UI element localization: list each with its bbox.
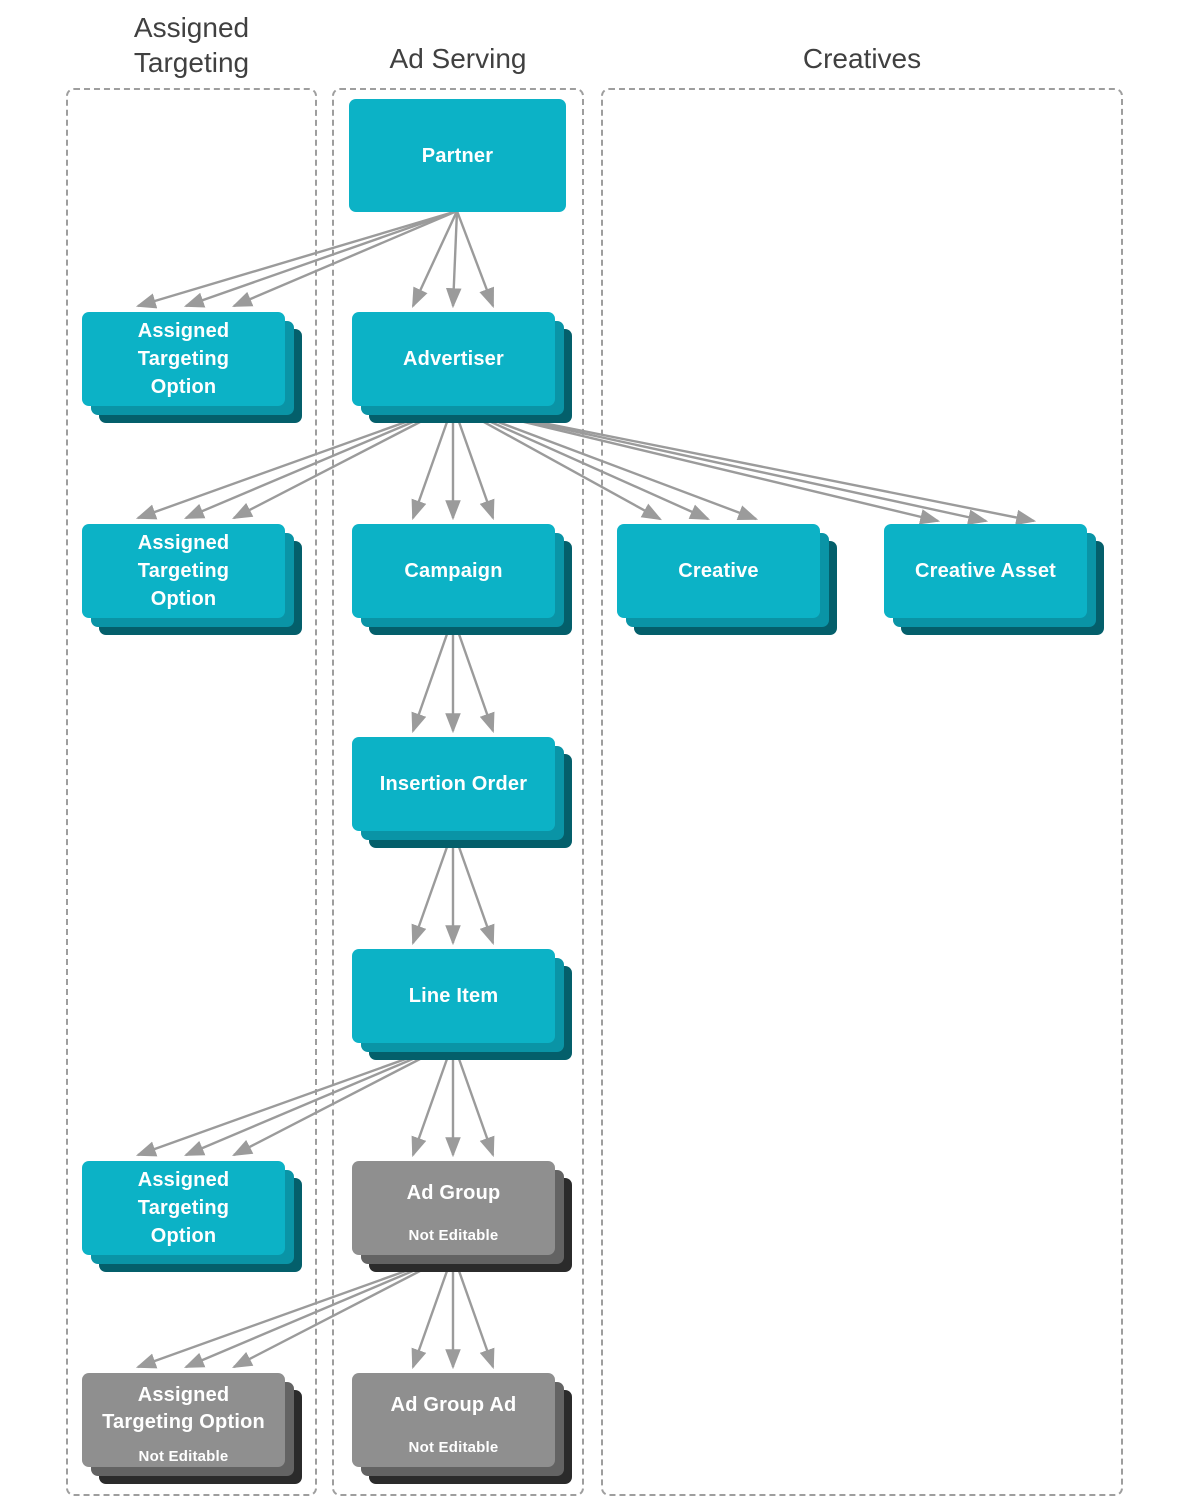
node-label: Ad Group [406,1181,501,1204]
node-face: Creative Asset [884,524,1087,618]
column-assigned-targeting [66,88,317,1496]
node-face: Assigned Targeting Option [82,524,285,618]
node-sublabel: Not Editable [138,1447,229,1465]
node-assigned-targeting-option-advertiser: Assigned Targeting Option [82,524,302,635]
node-line-item: Line Item [352,949,572,1060]
node-face: Assigned Targeting Option Not Editable [82,1373,285,1467]
node-face: Line Item [352,949,555,1043]
node-label: Campaign [404,560,503,582]
node-label: Creative [678,560,759,582]
node-face: Creative [617,524,820,618]
column-ad-serving [332,88,584,1496]
node-label: Insertion Order [379,773,528,795]
node-campaign: Campaign [352,524,572,635]
node-partner: Partner [349,99,566,212]
column-creatives [601,88,1123,1496]
node-assigned-targeting-option-partner: Assigned Targeting Option [82,312,302,423]
column-title-ad-serving: Ad Serving [389,43,527,74]
node-label: Assigned Targeting Option [137,320,230,398]
node-ad-group-ad: Ad Group Ad Not Editable [352,1373,572,1484]
node-label: Assigned Targeting Option [137,1169,230,1247]
node-face: Partner [349,99,566,212]
node-face: Ad Group Not Editable [352,1161,555,1255]
node-face: Ad Group Ad Not Editable [352,1373,555,1467]
node-creative-asset: Creative Asset [884,524,1104,635]
node-assigned-targeting-option-line-item: Assigned Targeting Option [82,1161,302,1272]
node-label: Creative Asset [914,560,1057,582]
node-face: Assigned Targeting Option [82,312,285,406]
node-label: Line Item [408,985,499,1007]
node-ad-group: Ad Group Not Editable [352,1161,572,1272]
node-label: Partner [421,144,494,167]
node-sublabel: Not Editable [408,1438,499,1456]
column-title-creatives: Creatives [802,43,922,74]
column-title-assigned-targeting: Assigned Targeting [133,12,250,78]
node-face: Insertion Order [352,737,555,831]
node-insertion-order: Insertion Order [352,737,572,848]
node-label: Assigned Targeting Option [102,1383,265,1433]
node-assigned-targeting-option-ad-group: Assigned Targeting Option Not Editable [82,1373,302,1484]
node-face: Assigned Targeting Option [82,1161,285,1255]
node-face: Campaign [352,524,555,618]
node-label: Advertiser [403,348,504,370]
node-label: Ad Group Ad [390,1393,517,1416]
node-label: Assigned Targeting Option [137,532,230,610]
node-advertiser: Advertiser [352,312,572,423]
node-creative: Creative [617,524,837,635]
node-sublabel: Not Editable [408,1226,499,1244]
node-face: Advertiser [352,312,555,406]
